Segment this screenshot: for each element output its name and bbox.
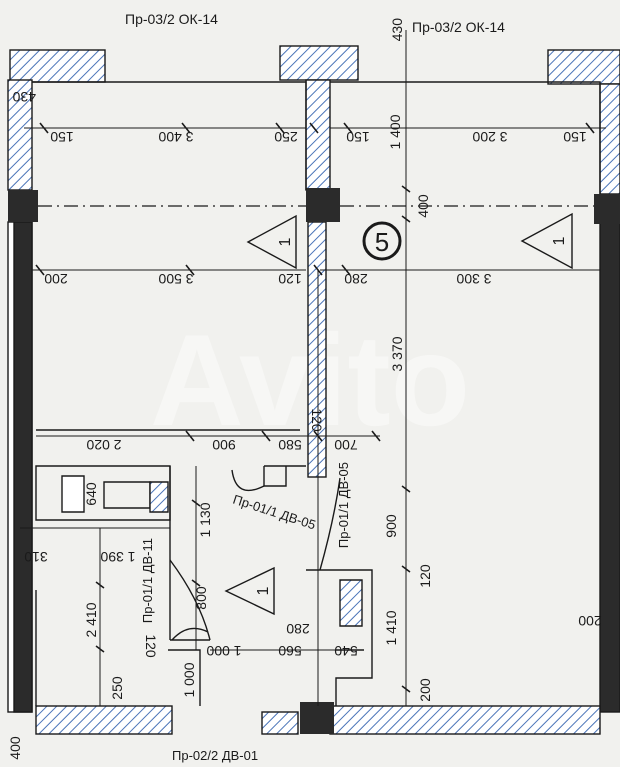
- dim-200-b: 200: [578, 613, 602, 629]
- dim-1400: 1 400: [387, 114, 403, 149]
- dim-640: 640: [83, 482, 99, 506]
- dim-120-a: 120: [278, 271, 302, 287]
- dim-150-a: 150: [50, 129, 74, 145]
- dim-3200: 3 200: [472, 129, 507, 145]
- column-bottom: [300, 702, 334, 734]
- dimension-ticks: [35, 122, 595, 693]
- door-swing-2: [319, 477, 341, 571]
- top-wall-mid: [279, 45, 359, 81]
- dim-1390: 1 390: [100, 549, 135, 565]
- finish-mark-3: 1: [255, 586, 272, 595]
- dim-150-b: 150: [346, 129, 370, 145]
- room-b-outline: [330, 81, 601, 194]
- door-label-1: Пр-01/1 ДВ-05: [231, 492, 318, 533]
- room-a-outline: [32, 81, 307, 190]
- shaft: [149, 481, 169, 513]
- door-swing-3: [171, 627, 209, 641]
- dim-1000-a: 1 000: [206, 643, 241, 659]
- finish-mark-1: 1: [277, 237, 294, 246]
- walls: [7, 45, 620, 735]
- door-label-2: Пр-01/1 ДВ-05: [336, 462, 351, 548]
- bottom-wall-left: [35, 705, 173, 735]
- vent-shaft: [339, 579, 363, 627]
- finish-marks: [224, 212, 573, 616]
- column-right: [594, 194, 620, 224]
- dim-1130: 1 130: [197, 502, 213, 537]
- dim-430-top: 430: [389, 18, 405, 42]
- door-swing-4: [231, 469, 265, 492]
- window-label-2: Пр-03/2 ОК-14: [412, 19, 505, 35]
- column-mid: [306, 188, 340, 222]
- window-label-1: Пр-03/2 ОК-14: [125, 11, 218, 27]
- left-wall-core: [13, 221, 33, 713]
- dim-540: 540: [334, 643, 358, 659]
- dim-150-c: 150: [563, 129, 587, 145]
- partition-lower: [307, 221, 327, 478]
- dim-580: 580: [278, 437, 302, 453]
- room-marker: 5: [362, 221, 402, 261]
- dim-3400: 3 400: [158, 129, 193, 145]
- dim-1410: 1 410: [383, 610, 399, 645]
- dim-2410: 2 410: [83, 602, 99, 637]
- dim-200-c: 200: [417, 678, 433, 702]
- finish-triangle-2: [520, 212, 573, 270]
- dim-2020: 2 020: [86, 437, 121, 453]
- room-marker-circle: [362, 221, 402, 261]
- closet-wall: [168, 649, 201, 706]
- dim-1000-b: 1 000: [181, 662, 197, 697]
- partition-upper: [305, 79, 331, 191]
- room-outlines: [32, 81, 601, 706]
- bottom-wall-door: [261, 711, 299, 735]
- sink-fixture: [103, 481, 151, 509]
- dim-560: 560: [278, 643, 302, 659]
- dimension-lines: [20, 30, 606, 706]
- dim-900-a: 900: [212, 437, 236, 453]
- door-jamb: [263, 466, 287, 487]
- right-wall-upper: [599, 83, 620, 195]
- finish-mark-2: 1: [551, 236, 568, 245]
- dim-280-a: 280: [344, 271, 368, 287]
- bottom-wall-right: [329, 705, 601, 735]
- left-wall-upper: [7, 79, 33, 191]
- column-left: [8, 190, 38, 222]
- room-marker-number: 5: [375, 227, 389, 257]
- dim-280-b: 280: [286, 621, 310, 637]
- finish-mark-labels: 1 1 1: [255, 236, 568, 595]
- kitchen-core: [306, 569, 373, 706]
- wc-fixture: [61, 475, 85, 513]
- dim-250: 250: [274, 129, 298, 145]
- dimension-values: 430 430 150 3 400 250 150 3 200 150 1 40…: [7, 18, 602, 760]
- dim-200-a: 200: [44, 271, 68, 287]
- dim-400-mid: 400: [415, 194, 431, 218]
- dim-700: 700: [334, 437, 358, 453]
- dim-3500: 3 500: [158, 271, 193, 287]
- columns: [8, 188, 620, 734]
- dim-120-d: 120: [143, 634, 159, 658]
- door-swings: [169, 469, 341, 641]
- dim-430-left: 430: [12, 89, 36, 105]
- dim-120-c: 120: [417, 564, 433, 588]
- top-wall-left: [9, 49, 106, 83]
- right-wall: [599, 221, 620, 713]
- dim-900-b: 900: [383, 514, 399, 538]
- dim-800: 800: [193, 586, 209, 610]
- dim-120-b: 120: [309, 408, 325, 432]
- door-label-4: Пр-02/2 ДВ-01: [172, 748, 258, 763]
- dim-250-b: 250: [109, 676, 125, 700]
- dim-400-bottom: 400: [7, 736, 23, 760]
- dim-310: 310: [24, 549, 48, 565]
- top-wall-right: [547, 49, 620, 85]
- dim-3300: 3 300: [456, 271, 491, 287]
- finish-triangle-3: [224, 566, 275, 616]
- dim-3370: 3 370: [389, 336, 405, 371]
- finish-triangle-1: [246, 214, 297, 270]
- door-label-3: Пр-01/1 ДВ-11: [140, 538, 155, 623]
